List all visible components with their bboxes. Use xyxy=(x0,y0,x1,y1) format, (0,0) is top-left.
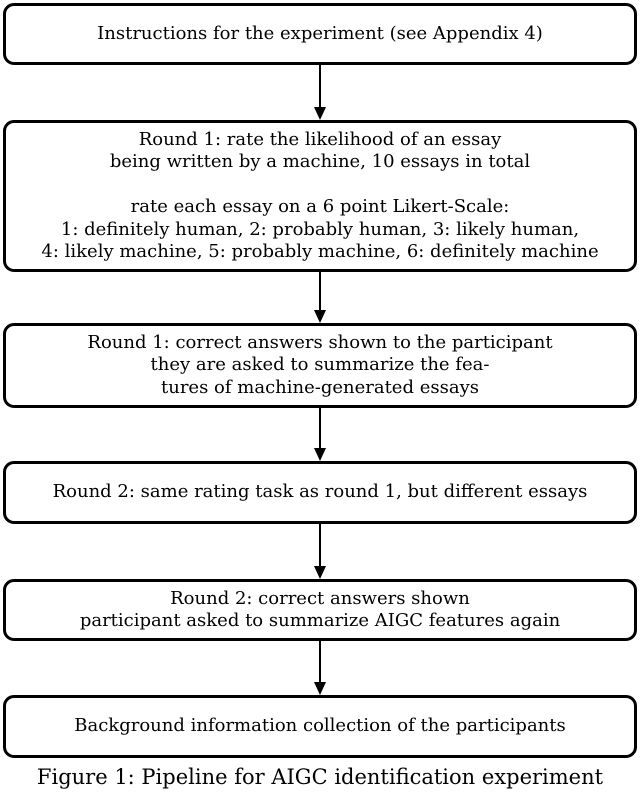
arrow-stem xyxy=(319,524,321,566)
flow-box-round2-feedback: Round 2: correct answers shown participa… xyxy=(3,579,637,641)
arrow-head xyxy=(314,448,326,461)
arrow-head xyxy=(314,310,326,323)
arrow-stem xyxy=(319,65,321,107)
flow-box-instructions: Instructions for the experiment (see App… xyxy=(3,3,637,65)
arrow-head xyxy=(314,566,326,579)
arrow-head xyxy=(314,682,326,695)
figure-caption: Figure 1: Pipeline for AIGC identificati… xyxy=(36,764,604,789)
arrow-down-icon xyxy=(0,641,640,695)
arrow-stem xyxy=(319,641,321,682)
flow-box-round2-rating: Round 2: same rating task as round 1, bu… xyxy=(3,461,637,524)
flow-box-round1-rating: Round 1: rate the likelihood of an essay… xyxy=(3,120,637,272)
arrow-head xyxy=(314,107,326,120)
arrow-stem xyxy=(319,272,321,310)
flow-box-background-collection: Background information collection of the… xyxy=(3,695,637,758)
arrow-down-icon xyxy=(0,65,640,120)
arrow-stem xyxy=(319,408,321,448)
caption-area: Figure 1: Pipeline for AIGC identificati… xyxy=(0,758,640,795)
arrow-down-icon xyxy=(0,524,640,579)
arrow-down-icon xyxy=(0,272,640,323)
arrow-down-icon xyxy=(0,408,640,461)
flow-box-round1-feedback: Round 1: correct answers shown to the pa… xyxy=(3,323,637,408)
